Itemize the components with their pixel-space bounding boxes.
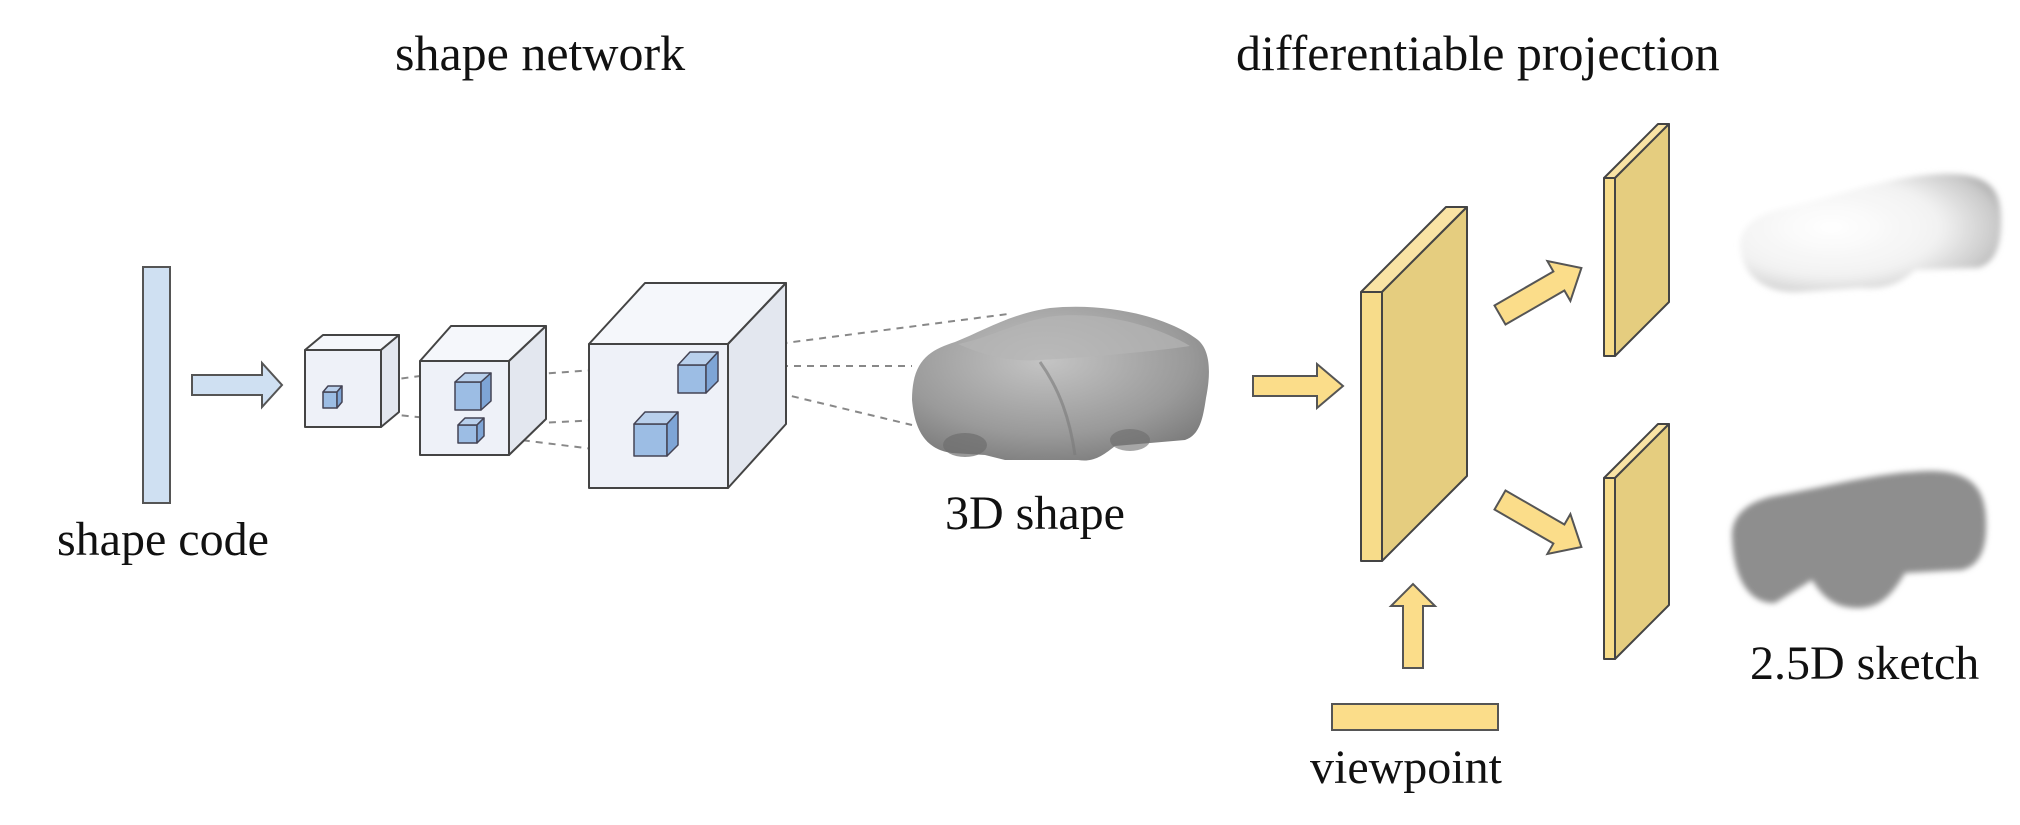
feature-cube [457,417,485,444]
label-shape-code: shape code [57,513,269,566]
label-viewpoint: viewpoint [1310,741,1502,794]
label-2-5d-sketch: 2.5D sketch [1750,637,1980,690]
arrow-right-icon [191,360,284,410]
output-slab-silhouette [1603,423,1670,660]
label-3d-shape: 3D shape [945,487,1125,540]
arrow-right-icon [1493,259,1583,326]
heading-shape-network: shape network [395,25,686,81]
car-icon [912,306,1209,461]
volume-small [304,334,400,428]
heading-differentiable-projection: differentiable projection [1236,25,1720,81]
feature-cube [633,411,679,457]
arrow-right-icon [1252,361,1345,411]
projection-slab [1360,206,1468,562]
feature-cube [322,385,343,409]
shape-code-vector [142,266,171,504]
feature-cube [677,351,719,394]
viewpoint-vector [1331,703,1499,731]
output-slab-depth [1603,123,1670,357]
silhouette-sketch [1732,471,1987,608]
arrow-right-icon [1493,489,1583,556]
arrow-up-icon [1388,582,1438,669]
feature-cube [454,372,492,411]
depth-sketch [1740,173,2002,293]
